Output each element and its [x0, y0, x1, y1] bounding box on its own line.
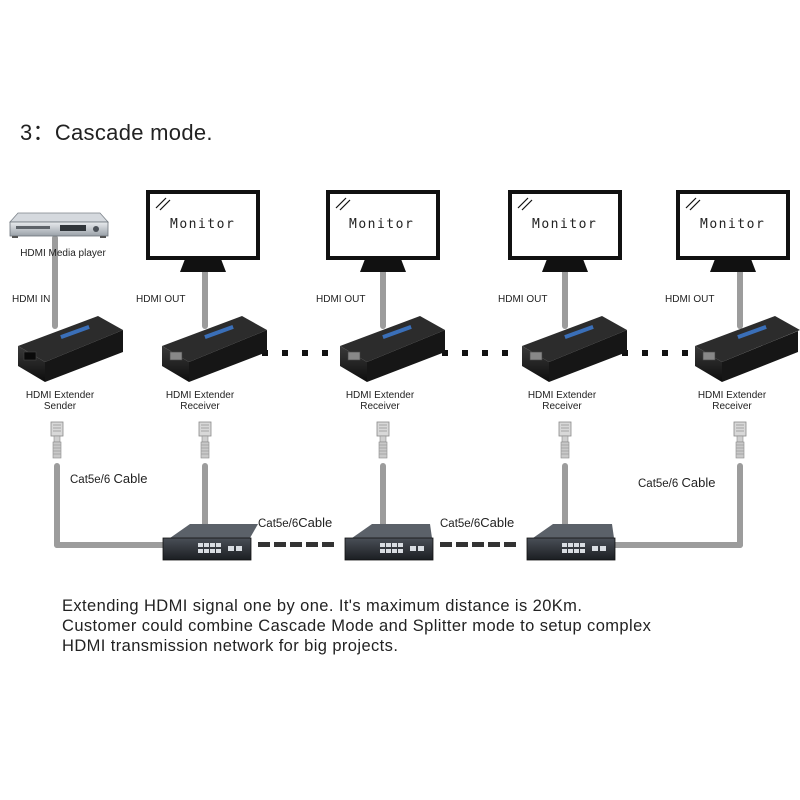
- monitor-icon: [146, 190, 260, 272]
- page-title: 3：Cascade mode.: [20, 120, 213, 145]
- monitor-icons: [146, 190, 790, 272]
- cable-label-word: Cable: [681, 475, 716, 490]
- receiver-label: HDMI Extender Receiver: [330, 390, 430, 412]
- network-switch-icons: [162, 524, 616, 561]
- cable-label-type: Cat5e/6: [258, 518, 299, 530]
- receiver-label-line2: Receiver: [542, 401, 582, 412]
- rj45-connectors: [50, 421, 747, 459]
- hdmi-out-label: HDMI OUT: [136, 294, 186, 305]
- network-switch-icon: [162, 524, 258, 561]
- cascade-dots: [262, 350, 688, 356]
- sender-label: HDMI Extender Sender: [10, 390, 110, 412]
- cable-label-word: Cable: [113, 471, 148, 486]
- cable-label-type: Cat5e/6: [440, 518, 481, 530]
- extender-icons: [18, 316, 800, 382]
- cable-label-type: Cat5e/6: [70, 474, 111, 486]
- monitor-icon: [508, 190, 622, 272]
- hdmi-out-label: HDMI OUT: [665, 294, 715, 305]
- cable-label: Cat5e/6 Cable: [638, 475, 716, 490]
- switch-dashed-links: [258, 542, 516, 547]
- receiver-label-line2: Receiver: [180, 401, 220, 412]
- receiver-label: HDMI Extender Receiver: [512, 390, 612, 412]
- sender-label-line2: Sender: [43, 401, 77, 412]
- cable-label: Cat5e/6 Cable: [70, 471, 148, 486]
- receiver-label-line1: HDMI Extender: [345, 390, 415, 401]
- media-player-icon: [9, 212, 109, 238]
- receiver-label-line2: Receiver: [360, 401, 400, 412]
- extender-receiver-icon: [522, 316, 627, 382]
- description-text: Extending HDMI signal one by one. It's m…: [62, 596, 651, 656]
- hdmi-out-label: HDMI OUT: [498, 294, 548, 305]
- sender-label-line1: HDMI Extender: [25, 390, 95, 401]
- monitor-label: Monitor: [349, 217, 415, 232]
- receiver-label: HDMI Extender Receiver: [150, 390, 250, 412]
- receiver-label-line2: Receiver: [712, 401, 752, 412]
- cable-lines: [52, 235, 743, 548]
- description-line: HDMI transmission network for big projec…: [62, 637, 399, 655]
- hdmi-in-label: HDMI IN: [12, 294, 51, 305]
- monitor-icon: [326, 190, 440, 272]
- network-switch-icon: [344, 524, 434, 561]
- network-switch-icon: [526, 524, 616, 561]
- switch-link-label: Cat5e/6Cable: [440, 515, 515, 530]
- switch-link-label: Cat5e/6Cable: [258, 515, 333, 530]
- hdmi-out-label: HDMI OUT: [316, 294, 366, 305]
- receiver-label: HDMI Extender Receiver: [682, 390, 782, 412]
- extender-receiver-icon: [162, 316, 267, 382]
- cable-label-type: Cat5e/6: [638, 478, 679, 490]
- monitor-label: Monitor: [700, 217, 766, 232]
- media-player-label: HDMI Media player: [20, 248, 106, 259]
- cable-label-word: Cable: [480, 515, 515, 530]
- extender-receiver-icon: [695, 316, 800, 382]
- receiver-label-line1: HDMI Extender: [527, 390, 597, 401]
- cable-label-word: Cable: [298, 515, 333, 530]
- extender-sender-icon: [18, 316, 123, 382]
- monitor-label: Monitor: [532, 217, 598, 232]
- monitor-label: Monitor: [170, 217, 236, 232]
- receiver-label-line1: HDMI Extender: [165, 390, 235, 401]
- receiver-label-line1: HDMI Extender: [697, 390, 767, 401]
- monitor-icon: [676, 190, 790, 272]
- description-line: Customer could combine Cascade Mode and …: [62, 617, 652, 635]
- description-line: Extending HDMI signal one by one. It's m…: [62, 597, 583, 615]
- extender-receiver-icon: [340, 316, 445, 382]
